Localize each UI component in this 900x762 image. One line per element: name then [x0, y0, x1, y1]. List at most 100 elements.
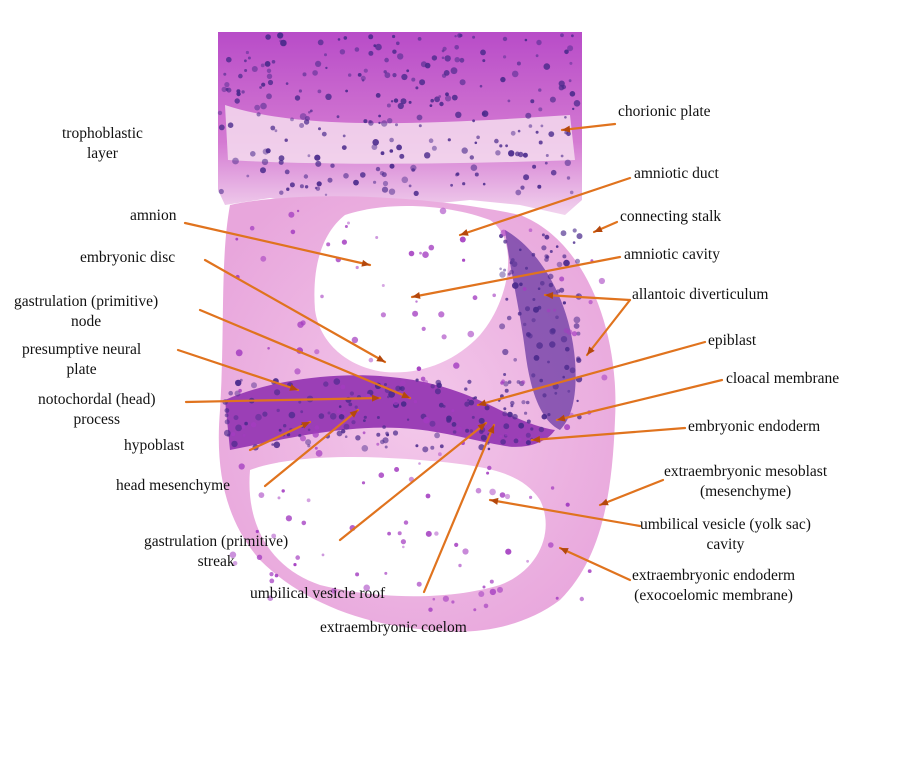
cell-nucleus	[573, 323, 580, 329]
cell-nucleus	[400, 539, 406, 545]
cell-nucleus	[544, 257, 549, 262]
cell-nucleus	[502, 36, 508, 42]
cell-nucleus	[225, 87, 229, 91]
cell-nucleus	[271, 443, 274, 446]
cell-nucleus	[317, 39, 324, 46]
arrow-allantoic-diverticulum-b	[585, 298, 632, 357]
cell-nucleus	[502, 348, 509, 356]
cell-nucleus	[267, 79, 274, 86]
cell-nucleus	[341, 239, 347, 245]
label-extraembryonic-endoderm: extraembryonic endoderm (exocoelomic mem…	[632, 567, 796, 604]
cell-nucleus	[518, 437, 522, 441]
cell-nucleus	[399, 153, 405, 159]
cell-nucleus	[244, 59, 247, 63]
cell-nucleus	[525, 432, 531, 438]
arrowhead-embryonic-disc	[376, 355, 385, 362]
cell-nucleus	[303, 119, 310, 125]
cell-nucleus	[529, 495, 533, 499]
cell-nucleus	[321, 131, 327, 137]
cell-nucleus	[547, 413, 551, 417]
cell-nucleus	[509, 261, 513, 265]
cell-nucleus	[421, 326, 426, 331]
cell-nucleus	[487, 465, 492, 471]
cell-nucleus	[532, 164, 537, 169]
cell-nucleus	[224, 408, 230, 413]
cell-nucleus	[318, 127, 321, 131]
cell-nucleus	[428, 244, 435, 251]
cell-nucleus	[548, 131, 555, 138]
cell-nucleus	[507, 380, 512, 384]
cell-nucleus	[545, 154, 549, 157]
cell-nucleus	[447, 138, 451, 142]
arrow-amniotic-cavity	[410, 255, 622, 299]
arrowhead-allantoic-diverticulum-b	[587, 346, 595, 355]
cell-nucleus	[363, 419, 366, 422]
label-gastrulation-node: gastrulation (primitive) node	[14, 293, 159, 330]
cell-nucleus	[279, 190, 284, 195]
cell-nucleus	[251, 382, 257, 389]
cell-nucleus	[368, 357, 374, 363]
cell-nucleus	[305, 439, 312, 446]
cell-nucleus	[555, 596, 559, 600]
cell-nucleus	[569, 190, 574, 195]
cell-nucleus	[227, 433, 231, 437]
arrow-umbilical-vesicle-roof	[422, 423, 496, 594]
cell-nucleus	[431, 145, 437, 151]
cell-nucleus	[389, 163, 395, 169]
cell-nucleus	[540, 281, 545, 286]
connecting-stalk-zone	[505, 230, 576, 430]
cell-nucleus	[376, 416, 380, 419]
cell-nucleus	[224, 413, 229, 418]
cell-nucleus	[467, 399, 470, 402]
cell-nucleus	[408, 250, 415, 257]
cell-nucleus	[587, 569, 592, 573]
cell-nucleus	[259, 86, 262, 89]
arrowhead-extraembryonic-mesoblast	[600, 498, 609, 506]
arrowhead-hypoblast	[301, 422, 310, 429]
cell-nucleus	[235, 237, 239, 241]
cell-nucleus	[525, 400, 530, 405]
cell-nucleus	[348, 402, 353, 407]
cell-nucleus	[548, 542, 554, 548]
cell-nucleus	[503, 373, 507, 376]
cell-nucleus	[392, 430, 399, 436]
cell-nucleus	[504, 388, 509, 393]
cell-nucleus	[522, 152, 528, 158]
cell-nucleus	[601, 374, 608, 381]
cell-nucleus	[318, 413, 325, 419]
arrowhead-notochordal-process	[371, 394, 380, 402]
cell-nucleus	[504, 493, 511, 500]
cell-nucleus	[261, 158, 269, 166]
cell-nucleus	[567, 45, 574, 52]
cell-nucleus	[383, 70, 387, 74]
cell-nucleus	[299, 113, 307, 120]
cell-nucleus	[451, 422, 457, 427]
cell-nucleus	[439, 101, 444, 107]
cell-nucleus	[538, 426, 545, 433]
cell-nucleus	[532, 298, 536, 301]
cell-nucleus	[283, 424, 287, 428]
cell-nucleus	[588, 300, 593, 305]
cell-nucleus	[265, 34, 271, 40]
cell-nucleus	[382, 425, 386, 429]
cell-nucleus	[355, 265, 359, 270]
cell-nucleus	[538, 107, 543, 112]
arrow-embryonic-endoderm	[530, 426, 687, 442]
cell-nucleus	[419, 251, 422, 255]
cell-nucleus	[511, 70, 519, 78]
cell-nucleus	[472, 35, 476, 39]
cell-nucleus	[547, 360, 550, 364]
cell-nucleus	[401, 176, 409, 184]
cell-nucleus	[298, 89, 302, 93]
cell-nucleus	[462, 258, 466, 262]
cell-nucleus	[424, 152, 431, 159]
cell-nucleus	[378, 121, 381, 125]
cell-nucleus	[312, 431, 319, 438]
label-amniotic-duct: amniotic duct	[634, 165, 719, 182]
cell-nucleus	[417, 37, 422, 41]
cell-nucleus	[363, 584, 371, 592]
cell-nucleus	[430, 445, 435, 450]
cell-nucleus	[569, 91, 576, 97]
label-umbilical-vesicle-roof: umbilical vesicle roof	[250, 585, 386, 602]
cell-nucleus	[520, 185, 525, 190]
